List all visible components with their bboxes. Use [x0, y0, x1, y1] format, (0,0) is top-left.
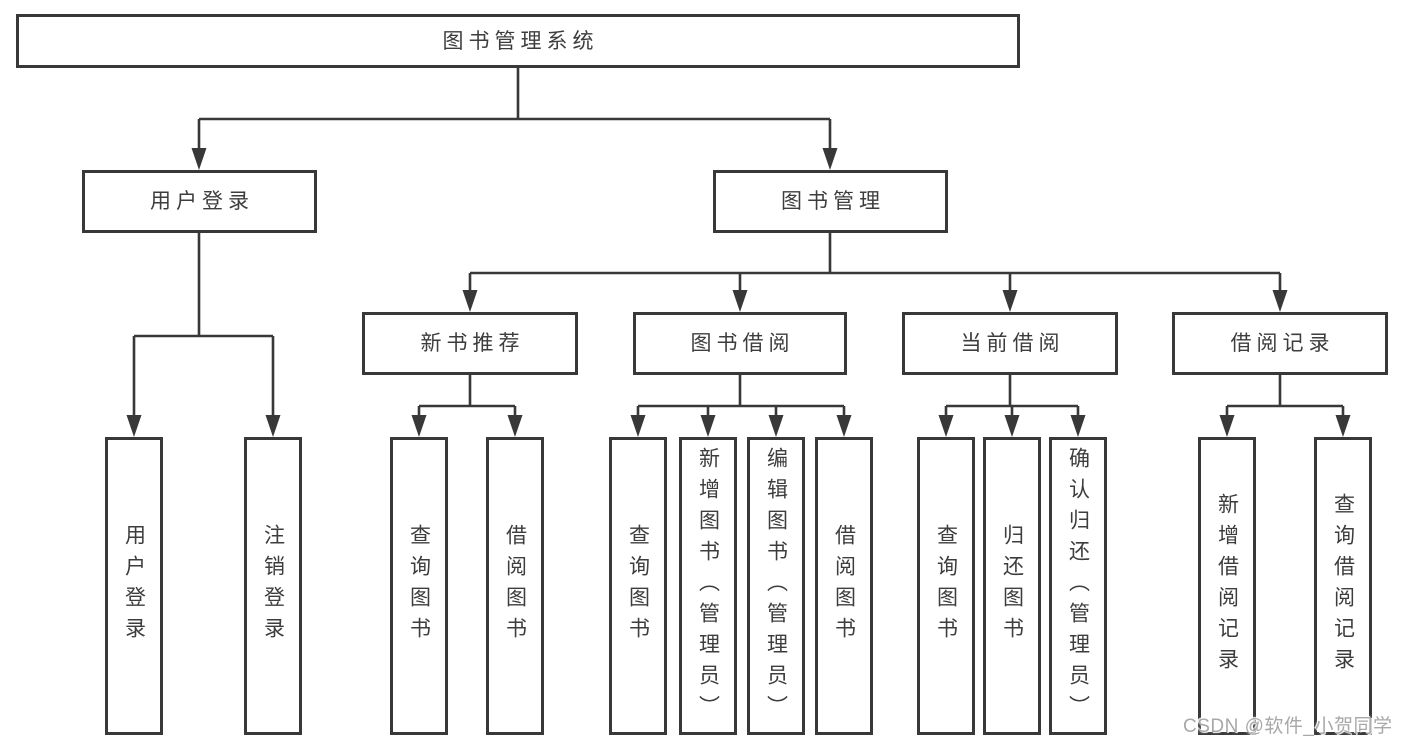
node-root-label: 图书管理系统 [442, 29, 599, 53]
leaf-records-query-record: 查询借阅记录 [1314, 437, 1372, 735]
leaf-borrow-add-books-admin: 新增图书（管理员） [679, 437, 737, 735]
node-book-mgmt-label: 图书管理 [781, 190, 885, 213]
node-user-login-label: 用户登录 [150, 190, 254, 213]
leaf-newbooks-borrow-books: 借阅图书 [486, 437, 544, 735]
leaf-borrow-edit-books-admin: 编辑图书（管理员） [747, 437, 805, 735]
leaf-current-query-books: 查询图书 [917, 437, 975, 735]
leaf-borrow-edit-books-admin-label: 编辑图书（管理员） [764, 446, 788, 726]
leaf-user-login-label: 用户登录 [122, 524, 146, 648]
watermark-text: CSDN @软件_小贺同学 [1183, 716, 1393, 737]
leaf-current-confirm-return-admin: 确认归还（管理员） [1049, 437, 1107, 735]
leaf-borrow-query-books: 查询图书 [609, 437, 667, 735]
node-current-borrow: 当前借阅 [902, 312, 1118, 375]
leaf-records-add-record: 新增借阅记录 [1198, 437, 1256, 735]
leaf-newbooks-query-books: 查询图书 [390, 437, 448, 735]
leaf-records-add-record-label: 新增借阅记录 [1215, 493, 1239, 679]
node-new-books: 新书推荐 [362, 312, 578, 375]
node-book-mgmt: 图书管理 [713, 170, 948, 233]
leaf-borrow-borrow-books-label: 借阅图书 [832, 524, 856, 648]
connector-path [132, 66, 1345, 420]
leaf-current-confirm-return-admin-label: 确认归还（管理员） [1066, 446, 1090, 726]
node-borrow-records: 借阅记录 [1172, 312, 1388, 375]
node-current-borrow-label: 当前借阅 [960, 332, 1065, 355]
node-user-login: 用户登录 [82, 170, 317, 233]
leaf-current-return-books-label: 归还图书 [1000, 524, 1024, 648]
node-book-borrow: 图书借阅 [633, 312, 847, 375]
node-new-books-label: 新书推荐 [420, 332, 525, 355]
leaf-user-login: 用户登录 [105, 437, 163, 735]
leaf-records-query-record-label: 查询借阅记录 [1331, 493, 1355, 679]
leaf-newbooks-borrow-books-label: 借阅图书 [503, 524, 527, 648]
arrowheads [126, 148, 1351, 437]
leaf-borrow-add-books-admin-label: 新增图书（管理员） [696, 446, 720, 726]
leaf-borrow-query-books-label: 查询图书 [626, 524, 650, 648]
leaf-logout-label: 注销登录 [261, 524, 285, 648]
leaf-borrow-borrow-books: 借阅图书 [815, 437, 873, 735]
node-book-borrow-label: 图书借阅 [690, 332, 795, 355]
leaf-current-return-books: 归还图书 [983, 437, 1041, 735]
leaf-logout: 注销登录 [244, 437, 302, 735]
leaf-current-query-books-label: 查询图书 [934, 524, 958, 648]
node-root: 图书管理系统 [16, 14, 1020, 68]
leaf-newbooks-query-books-label: 查询图书 [407, 524, 431, 648]
node-borrow-records-label: 借阅记录 [1230, 332, 1335, 355]
